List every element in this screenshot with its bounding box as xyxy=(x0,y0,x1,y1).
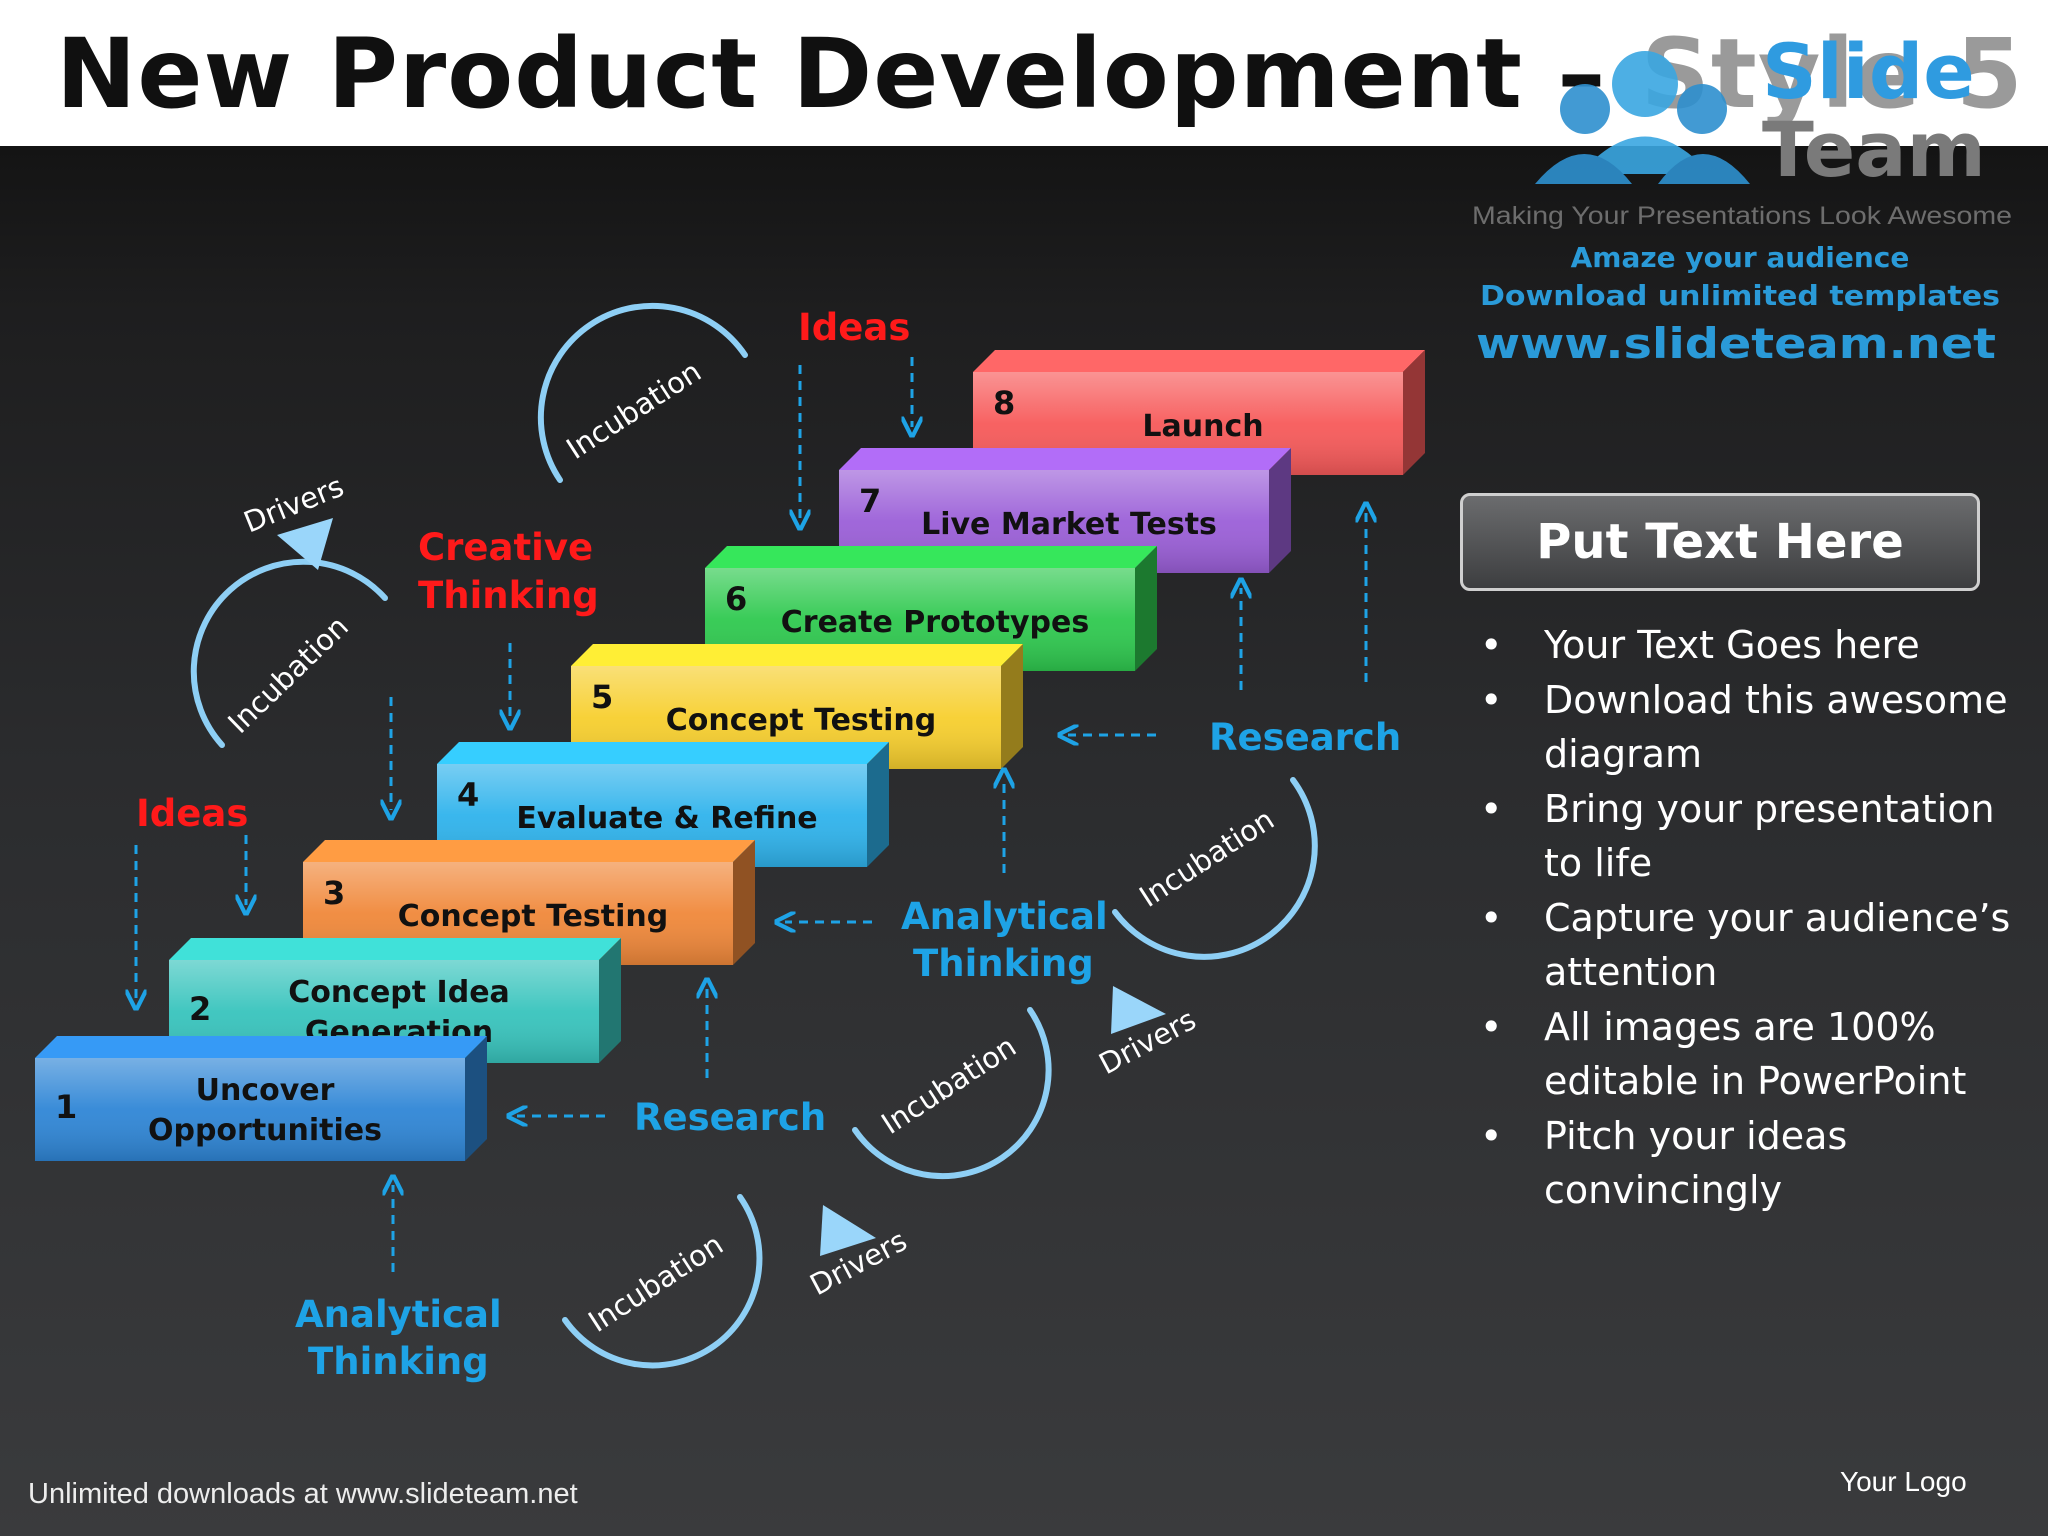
brand-url: www.slideteam.net xyxy=(1476,319,1996,368)
step-side-face xyxy=(1403,350,1425,475)
step-label: Launch xyxy=(1142,409,1263,444)
label-ideas-top: Ideas xyxy=(798,306,910,349)
step-side-face xyxy=(599,938,621,1063)
step-side-face xyxy=(1001,644,1023,769)
incubation-arc-right xyxy=(1112,777,1318,960)
put-text-here-heading: Put Text Here xyxy=(1536,514,1904,570)
brand-word-slide: Slide xyxy=(1762,27,1975,116)
step-side-face xyxy=(465,1036,487,1161)
bullet-item: Your Text Goes here xyxy=(1476,618,2036,673)
drivers-arrow-left xyxy=(277,518,333,570)
brand-word-team: Team xyxy=(1762,105,1986,194)
incubation-arc-bottom xyxy=(562,1194,763,1369)
incubation-arc-top xyxy=(537,302,748,483)
label-ideas-left: Ideas xyxy=(136,792,248,835)
step-number: 4 xyxy=(457,776,479,814)
incubation-arc-left xyxy=(190,558,388,748)
label-analytical-mid-line1: Analytical xyxy=(901,895,1108,938)
step-number: 1 xyxy=(55,1088,77,1126)
step-side-face xyxy=(867,742,889,867)
step-number: 8 xyxy=(993,384,1015,422)
label-creative-line1: Creative xyxy=(418,526,593,569)
step-label: Evaluate & Refine xyxy=(516,801,817,836)
brand-line2: Download unlimited templates xyxy=(1480,279,2000,312)
brand-tagline: Making Your Presentations Look Awesome xyxy=(1472,202,2012,230)
drivers-label-left: Drivers xyxy=(239,469,348,540)
dashed-arrows xyxy=(136,357,1366,1272)
title-main: New Product Development xyxy=(56,18,1523,130)
bullet-item: Download this awesome diagram xyxy=(1476,673,2036,782)
label-creative-line2: Thinking xyxy=(418,574,599,617)
bullet-list: Your Text Goes hereDownload this awesome… xyxy=(1476,618,2036,1218)
step-top-face xyxy=(839,448,1291,470)
bullet-item: All images are 100% editable in PowerPoi… xyxy=(1476,1000,2036,1109)
step-top-face xyxy=(571,644,1023,666)
step-number: 6 xyxy=(725,580,747,618)
label-research-right: Research xyxy=(1209,716,1401,759)
incubation-label-mid: Incubation xyxy=(875,1029,1022,1141)
your-logo-label: Your Logo xyxy=(1840,1466,1967,1497)
label-analytical-bottom-line1: Analytical xyxy=(295,1293,502,1336)
step-number: 3 xyxy=(323,874,345,912)
bullet-item: Bring your presentation to life xyxy=(1476,782,2036,891)
step-top-face xyxy=(169,938,621,960)
step-top-face xyxy=(437,742,889,764)
step-label: Uncover xyxy=(196,1073,335,1108)
put-text-here-box: Put Text Here xyxy=(1460,493,1980,591)
step-gloss xyxy=(35,1058,465,1161)
step-number: 5 xyxy=(591,678,613,716)
brand-logo: Slide Team Making Your Presentations Loo… xyxy=(1472,27,2012,368)
step-label: Concept Testing xyxy=(398,899,669,934)
step-number: 2 xyxy=(189,990,211,1028)
incubation-label-right: Incubation xyxy=(1133,802,1280,914)
step-top-face xyxy=(973,350,1425,372)
incubation-label-top: Incubation xyxy=(560,354,707,466)
drivers-arrow-mid xyxy=(1111,986,1166,1034)
brand-line1: Amaze your audience xyxy=(1571,241,1910,274)
step-label: Opportunities xyxy=(148,1113,382,1148)
step-label: Live Market Tests xyxy=(921,507,1217,542)
bullet-item: Pitch your ideas convincingly xyxy=(1476,1109,2036,1218)
step-label: Concept Idea xyxy=(288,975,510,1010)
step-side-face xyxy=(1135,546,1157,671)
step-number: 7 xyxy=(859,482,881,520)
step-top-face xyxy=(705,546,1157,568)
label-analytical-bottom-line2: Thinking xyxy=(308,1340,489,1383)
label-analytical-mid-line2: Thinking xyxy=(913,942,1094,985)
people-icon xyxy=(1535,51,1750,184)
step-side-face xyxy=(733,840,755,965)
footer-downloads: Unlimited downloads at www.slideteam.net xyxy=(28,1478,578,1510)
incubation-label-bottom: Incubation xyxy=(582,1227,729,1339)
step-label: Concept Testing xyxy=(666,703,937,738)
step-top-face xyxy=(303,840,755,862)
incubation-arc-mid xyxy=(852,1007,1052,1180)
step-top-face xyxy=(35,1036,487,1058)
step-side-face xyxy=(1269,448,1291,573)
drivers-arrow-bottom xyxy=(820,1205,876,1256)
incubation-label-left: Incubation xyxy=(221,609,355,740)
bullet-item: Capture your audience’s attention xyxy=(1476,891,2036,1000)
step-label: Create Prototypes xyxy=(781,605,1089,640)
label-research-bottom: Research xyxy=(634,1096,826,1139)
